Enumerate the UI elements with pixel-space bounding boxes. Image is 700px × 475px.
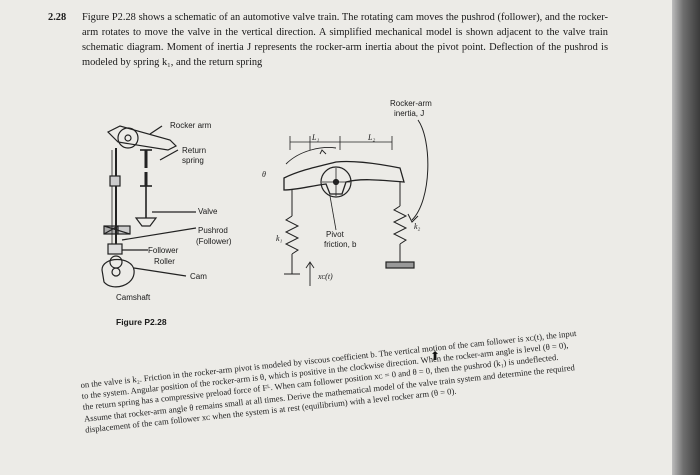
label-l2: L₂ <box>368 133 376 142</box>
label-rocker-arm: Rocker arm <box>170 121 212 130</box>
label-follower-paren: (Follower) <box>196 237 232 246</box>
model-rocker-arm <box>283 160 405 195</box>
mouse-cursor-icon: ⬆ <box>430 349 441 363</box>
rocker-arm-shape <box>106 125 178 151</box>
label-pivot-friction: friction, b <box>324 240 357 249</box>
label-valve: Valve <box>198 207 218 216</box>
label-pushrod: Pushrod <box>198 226 228 235</box>
label-k1: k₁ <box>276 234 283 243</box>
roller-circle <box>109 255 123 269</box>
figure-caption: Figure P2.28 <box>116 317 167 327</box>
label-roller: Roller <box>154 257 175 266</box>
problem-text: Figure P2.28 shows a schematic of an aut… <box>82 12 608 68</box>
model-pivot-circle <box>320 166 352 198</box>
valve-head <box>134 217 158 227</box>
rocker-pivot-pin <box>124 134 132 142</box>
label-l1: L₁ <box>312 133 320 142</box>
label-inertia-j: inertia, J <box>394 109 425 118</box>
problem-statement: 2.28 Figure P2.28 shows a schematic of a… <box>48 10 608 70</box>
k2-spring <box>392 205 408 245</box>
k1-spring <box>284 215 300 255</box>
rocker-pivot-circle <box>117 127 139 149</box>
label-return: Return <box>182 146 207 155</box>
label-xc: xᴄ(t) <box>318 272 333 281</box>
problem-number: 2.28 <box>48 12 67 23</box>
rocker-arm-leader <box>149 125 163 135</box>
label-rocker-arm-inertia: Rocker-arm <box>390 99 432 108</box>
label-k2: k₂ <box>414 222 421 231</box>
cam-leader <box>133 267 187 277</box>
label-pivot: Pivot <box>326 230 344 239</box>
inertia-arc <box>411 119 429 221</box>
page-edge-shadow <box>672 0 700 475</box>
label-camshaft: Camshaft <box>116 293 151 302</box>
pushrod-leader <box>121 227 197 241</box>
valve-train-diagram <box>101 119 429 288</box>
return-spring-leader <box>159 149 179 161</box>
textbook-page: 2.28 Figure P2.28 shows a schematic of a… <box>0 0 672 475</box>
cam-shape <box>101 258 135 288</box>
label-follower: Follower <box>148 246 179 255</box>
label-theta: θ <box>262 170 266 179</box>
label-cam: Cam <box>190 272 207 281</box>
label-spring: spring <box>182 156 204 165</box>
